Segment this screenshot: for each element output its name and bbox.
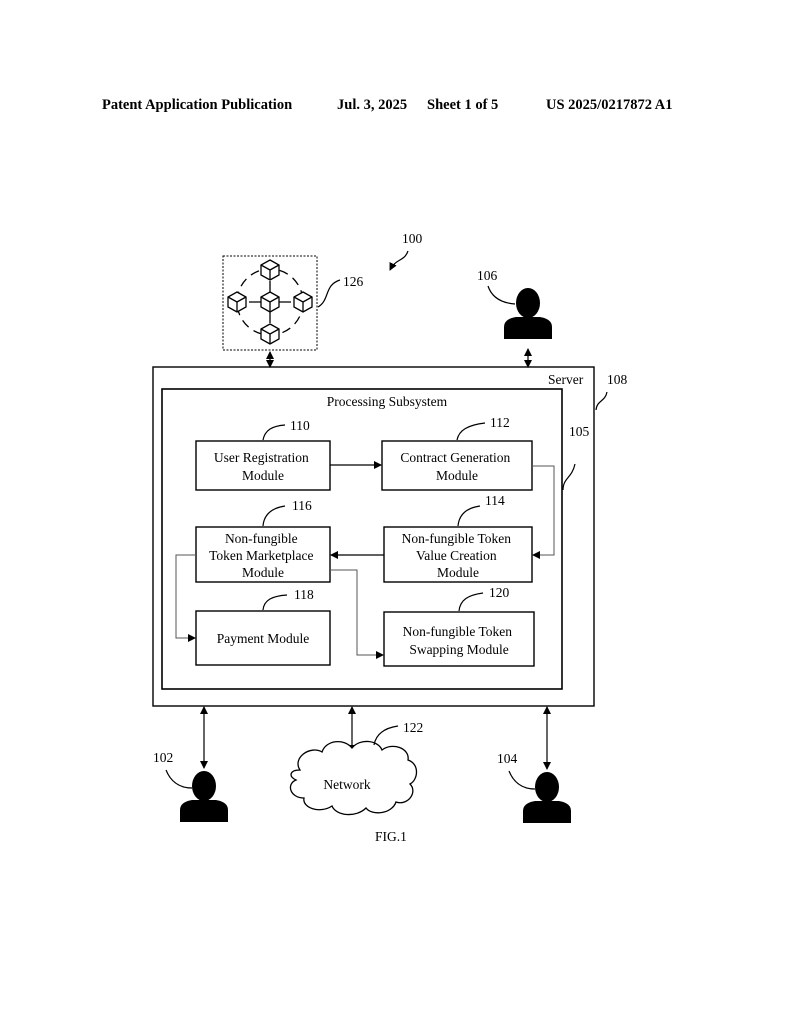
user-registration-module-label: User Registration Module <box>214 450 312 483</box>
ref-106: 106 <box>477 268 498 283</box>
contract-generation-module <box>381 440 533 491</box>
ref-118: 118 <box>294 587 314 602</box>
figure-caption: FIG.1 <box>375 829 407 844</box>
ref-120-leader <box>458 592 484 612</box>
ref-118-leader <box>262 594 288 611</box>
ref-122-leader <box>373 725 399 746</box>
ref-120: 120 <box>489 585 510 600</box>
ref-100: 100 <box>402 231 423 246</box>
server-label: Server <box>548 372 584 387</box>
ref-100-arrow <box>389 250 409 271</box>
user-icon-102 <box>180 771 228 822</box>
server-box <box>152 366 595 707</box>
swapping-module-label: Non-fungible Token Swapping Module <box>403 624 516 657</box>
ref-104: 104 <box>497 751 518 766</box>
ref-105-leader <box>562 463 576 491</box>
marketplace-module-label: Non-fungible Token Marketplace Module <box>209 531 317 580</box>
user-icon-104 <box>523 772 571 823</box>
network-label: Network <box>323 777 370 792</box>
ref-104-leader <box>508 770 536 790</box>
processing-subsystem-box <box>161 388 563 690</box>
ref-105: 105 <box>569 424 590 439</box>
ref-108-leader <box>595 391 608 411</box>
ref-106-leader <box>487 285 516 305</box>
ref-114: 114 <box>485 493 505 508</box>
ref-110: 110 <box>290 418 310 433</box>
ref-112-leader <box>456 422 486 441</box>
arrow-116-to-120 <box>330 569 384 659</box>
ref-114-leader <box>457 505 481 527</box>
header-number: US 2025/0217872 A1 <box>546 97 673 113</box>
ref-108: 108 <box>607 372 628 387</box>
ref-126-leader <box>317 279 341 308</box>
blockchain-network-icon <box>222 255 318 351</box>
ref-122: 122 <box>403 720 423 735</box>
ref-126: 126 <box>343 274 364 289</box>
swapping-module <box>383 611 535 667</box>
ref-110-leader <box>262 424 286 441</box>
ref-116: 116 <box>292 498 312 513</box>
arrow-116-to-118 <box>175 554 196 642</box>
ref-102-leader <box>165 769 193 789</box>
contract-generation-module-label: Contract Generation Module <box>400 450 513 483</box>
ref-112: 112 <box>490 415 510 430</box>
cloud-icon <box>289 740 418 816</box>
processing-subsystem-label: Processing Subsystem <box>327 394 448 409</box>
header-sheet: Sheet 1 of 5 <box>427 97 499 113</box>
header-date: Jul. 3, 2025 <box>337 97 408 113</box>
user-icon-106 <box>504 288 552 339</box>
payment-module <box>195 610 331 666</box>
header-publication: Patent Application Publication <box>102 97 293 113</box>
ref-116-leader <box>262 505 286 527</box>
value-creation-module-label: Non-fungible Token Value Creation Module <box>402 531 515 580</box>
payment-module-label: Payment Module <box>217 631 310 646</box>
ref-102: 102 <box>153 750 173 765</box>
arrow-112-to-114 <box>532 465 555 559</box>
